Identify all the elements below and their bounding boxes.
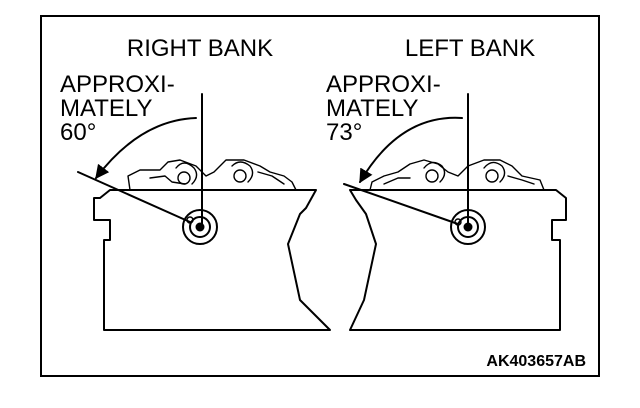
right-camshaft-center bbox=[195, 222, 205, 232]
left-bank-angle-line1: APPROXI- bbox=[326, 71, 441, 98]
left-rocker-detail bbox=[383, 161, 535, 185]
right-bank-angle-value: 60° bbox=[60, 119, 96, 146]
left-rocker-assembly bbox=[369, 159, 545, 191]
left-rocker-pivot-2 bbox=[485, 169, 499, 183]
right-rocker-pivot-1 bbox=[177, 171, 191, 185]
figure-frame bbox=[40, 15, 600, 377]
right-bank-title: RIGHT BANK bbox=[127, 35, 273, 62]
right-rotation-angle-arrow bbox=[95, 117, 197, 180]
left-timing-mark-line bbox=[343, 183, 459, 225]
left-bank-angle-value: 73° bbox=[326, 119, 362, 146]
right-bank-angle-line2: MATELY bbox=[60, 95, 152, 122]
left-bank-title: LEFT BANK bbox=[405, 35, 535, 62]
left-bank-angle-line2: MATELY bbox=[326, 95, 418, 122]
right-bank-angle-line1: APPROXI- bbox=[60, 71, 175, 98]
right-camshaft-hub bbox=[189, 216, 211, 238]
right-rocker-detail bbox=[149, 161, 285, 185]
right-timing-mark-line bbox=[77, 171, 191, 223]
figure-code: AK403657AB bbox=[486, 353, 586, 370]
right-camshaft-sprocket bbox=[182, 209, 218, 245]
right-rocker-assembly bbox=[127, 159, 297, 191]
right-bank-group: RIGHT BANK APPROXI- MATELY 60° bbox=[60, 35, 331, 331]
right-rocker-pivot-2 bbox=[233, 169, 247, 183]
left-rocker-pivot-1 bbox=[425, 169, 439, 183]
left-bank-group: LEFT BANK APPROXI- MATELY 73° bbox=[326, 35, 567, 331]
left-cylinder-head-outline bbox=[349, 189, 567, 331]
right-cylinder-head-outline bbox=[93, 189, 331, 331]
left-rotation-angle-arrow bbox=[359, 116, 463, 184]
